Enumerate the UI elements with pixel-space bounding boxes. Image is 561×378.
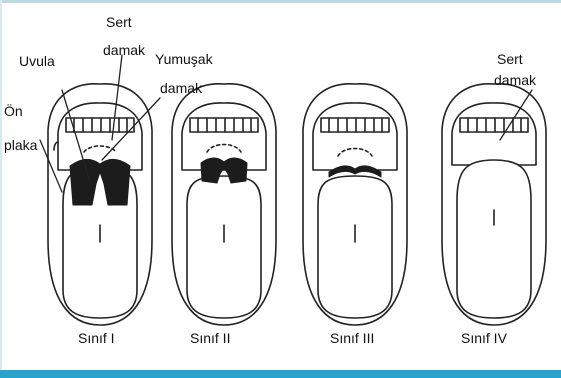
- caption-class-2: Sınıf II: [190, 330, 230, 346]
- mouth-class-2: [172, 84, 276, 325]
- caption-class-3: Sınıf III: [330, 330, 374, 346]
- caption-class-1: Sınıf I: [78, 330, 115, 346]
- label-uvula: Uvula: [19, 53, 55, 69]
- label-on-plaka-line1: Ön: [4, 103, 23, 119]
- label-yumusak-damak-line2: damak: [160, 80, 202, 96]
- label-sert-damak-line1: Sert: [106, 14, 132, 30]
- mouth-class-4: [442, 84, 546, 325]
- label-sert-damak-line2: damak: [103, 42, 145, 58]
- caption-class-4: Sınıf IV: [461, 330, 507, 346]
- label-yumusak-damak-line1: Yumuşak: [155, 51, 213, 67]
- mouth-class-1: [48, 84, 152, 325]
- leader-sert-damak: [112, 55, 122, 140]
- bottom-accent-bar: [0, 370, 561, 378]
- label-sert-damak-right-line2: damak: [494, 72, 536, 88]
- label-on-plaka-line2: plaka: [4, 137, 37, 153]
- label-sert-damak-right-line1: Sert: [497, 51, 523, 67]
- mouth-class-3: [303, 84, 407, 325]
